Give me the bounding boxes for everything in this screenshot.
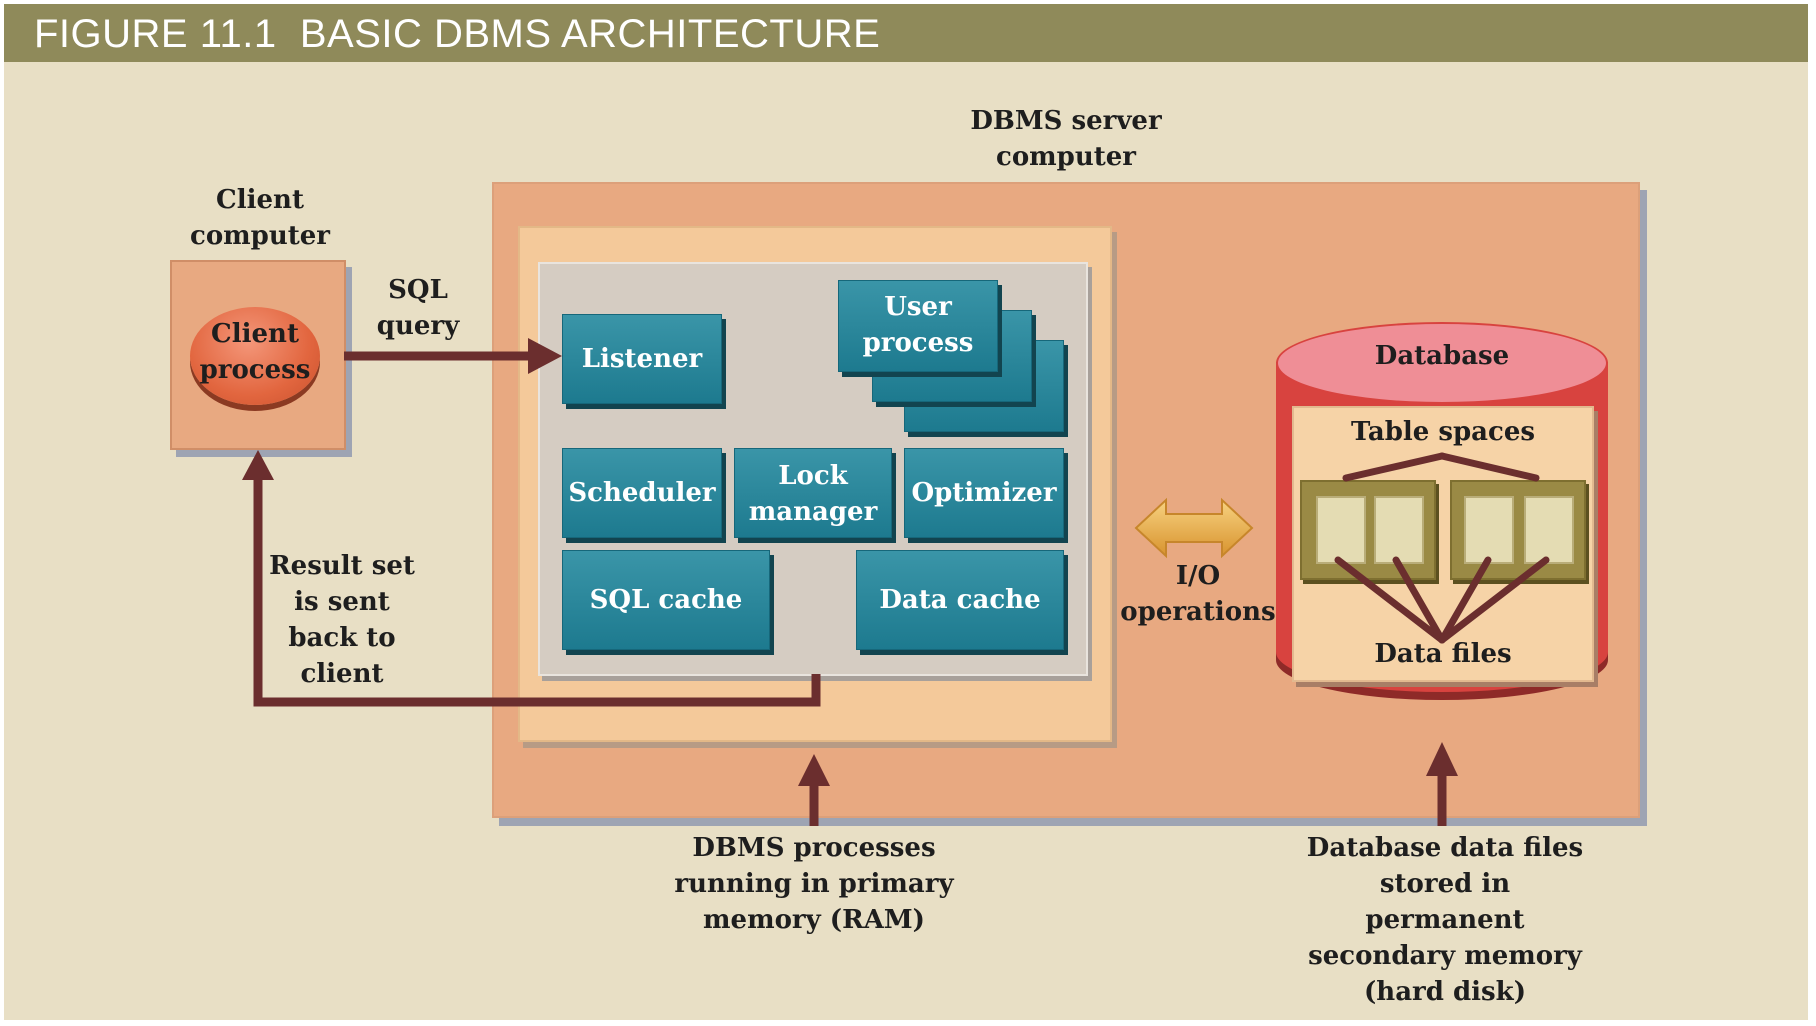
optimizer-label: Optimizer (911, 478, 1057, 508)
table-spaces-label: Table spaces (1350, 417, 1536, 447)
data-file (1524, 496, 1574, 564)
data-file-group-left (1300, 480, 1436, 580)
title-bar: FIGURE 11.1 BASIC DBMS ARCHITECTURE (4, 4, 1808, 62)
data-cache-box: Data cache (856, 550, 1064, 650)
server-heading: DBMS server computer (970, 106, 1162, 172)
sql-query-label: SQL query (376, 275, 460, 341)
listener-label: Listener (581, 344, 703, 374)
user-process-label: User process (862, 292, 974, 358)
client-heading: Client computer (189, 185, 331, 251)
figure-title: FIGURE 11.1 BASIC DBMS ARCHITECTURE (34, 12, 881, 56)
scheduler-box: Scheduler (562, 448, 722, 538)
lock-manager-box: Lock manager (734, 448, 892, 538)
io-operations-label: I/O operations (1120, 561, 1276, 627)
memory-caption: DBMS processes running in primary memory… (674, 833, 954, 935)
data-files-label: Data files (1374, 639, 1512, 669)
disk-caption: Database data files stored in permanent … (1306, 833, 1584, 1007)
database-cylinder-top (1276, 322, 1608, 404)
data-cache-label: Data cache (879, 585, 1041, 615)
user-process-box: User process (838, 280, 998, 372)
client-process-ellipse (190, 307, 320, 405)
result-set-label: Result set is sent back to client (269, 551, 415, 689)
sql-cache-box: SQL cache (562, 550, 770, 650)
sql-cache-label: SQL cache (589, 585, 743, 615)
data-file-group-right (1450, 480, 1586, 580)
client-process-label: Client process (199, 319, 311, 385)
scheduler-label: Scheduler (568, 478, 716, 508)
optimizer-box: Optimizer (904, 448, 1064, 538)
lock-manager-label: Lock manager (748, 461, 878, 527)
data-file (1374, 496, 1424, 564)
data-file (1316, 496, 1366, 564)
listener-box: Listener (562, 314, 722, 404)
database-heading: Database (1374, 341, 1510, 371)
data-file (1464, 496, 1514, 564)
